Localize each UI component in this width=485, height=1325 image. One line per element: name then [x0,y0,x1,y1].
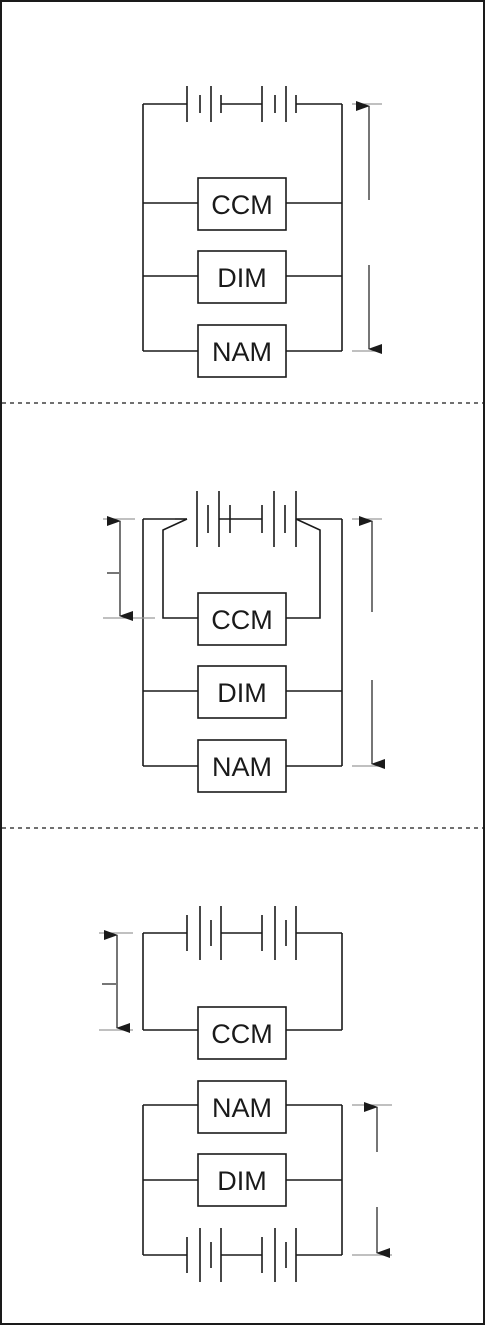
panel-2-nam-box: NAM [198,740,286,792]
panel-1-ccm-box: CCM [198,178,286,230]
panel-1-parallel-circuit: CCM DIM NAM [143,86,382,377]
panel-3-voltage-indicator-right [352,1105,392,1255]
panel-2-partial-circuit: CCM DIM NAM [103,491,382,792]
panel-3-nam-label: NAM [212,1093,272,1123]
panel-3-dim-label: DIM [217,1166,267,1196]
panel-2-voltage-indicator-left [103,519,155,618]
panel-3-dim-box: DIM [198,1154,286,1206]
panel-1-nam-box: NAM [198,325,286,377]
panel-1-ccm-label: CCM [211,190,273,220]
panel-3-lower-battery-pack [143,1228,342,1282]
panel-2-battery-pack [143,491,342,547]
panel-2-ccm-label: CCM [211,605,273,635]
panel-3-upper-battery-pack [143,906,342,960]
panel-1-nam-label: NAM [212,337,272,367]
panel-3-separated-circuits: CCM NAM DIM [99,906,392,1282]
panel-2-ccm-box: CCM [198,593,286,645]
panel-1-voltage-indicator [352,104,382,351]
panel-3-ccm-box: CCM [198,1007,286,1059]
panel-2-dim-label: DIM [217,678,267,708]
panel-2-voltage-indicator-right [352,519,382,766]
panel-2-dim-box: DIM [198,666,286,718]
panel-2-nam-label: NAM [212,752,272,782]
panel-1-battery-pack [143,86,342,122]
panel-3-nam-box: NAM [198,1081,286,1133]
panel-3-voltage-indicator-left [99,933,133,1030]
panel-3-ccm-label: CCM [211,1019,273,1049]
panel-1-dim-box: DIM [198,251,286,303]
panel-1-dim-label: DIM [217,263,267,293]
